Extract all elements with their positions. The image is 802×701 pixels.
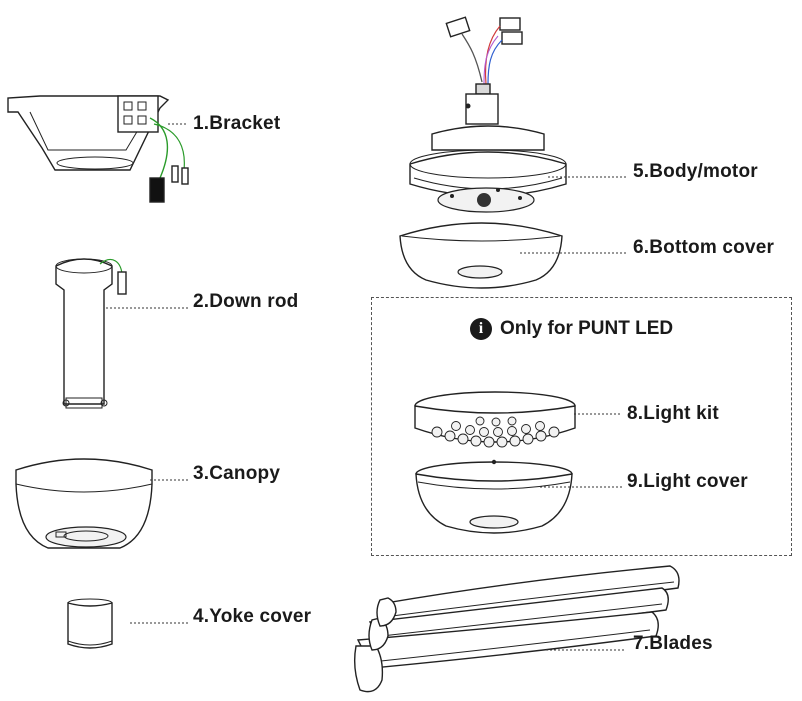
canopy-drawing <box>15 458 153 549</box>
info-icon: i <box>470 318 492 340</box>
part-label-yoke-cover: 4.Yoke cover <box>193 606 312 627</box>
yoke-cover-drawing <box>67 598 113 649</box>
part-label-bottom-cover: 6.Bottom cover <box>633 237 775 258</box>
optional-note: i Only for PUNT LED <box>470 318 673 340</box>
part-label-body-motor: 5.Body/motor <box>633 161 758 182</box>
bottom-cover-drawing <box>399 222 563 289</box>
light-kit-drawing <box>414 391 576 448</box>
down-rod-drawing <box>55 258 127 409</box>
light-cover-drawing <box>415 459 573 534</box>
optional-parts-box <box>371 297 792 556</box>
part-label-light-cover: 9.Light cover <box>627 471 748 492</box>
part-label-canopy: 3.Canopy <box>193 463 281 484</box>
optional-note-text: Only for PUNT LED <box>500 318 674 339</box>
part-label-down-rod: 2.Down rod <box>193 291 299 312</box>
part-label-bracket: 1.Bracket <box>193 113 281 134</box>
blades-drawing <box>353 565 680 693</box>
part-label-blades: 7.Blades <box>633 633 713 654</box>
body-motor-drawing <box>409 16 567 213</box>
bracket-drawing <box>7 95 189 203</box>
part-label-light-kit: 8.Light kit <box>627 403 719 424</box>
